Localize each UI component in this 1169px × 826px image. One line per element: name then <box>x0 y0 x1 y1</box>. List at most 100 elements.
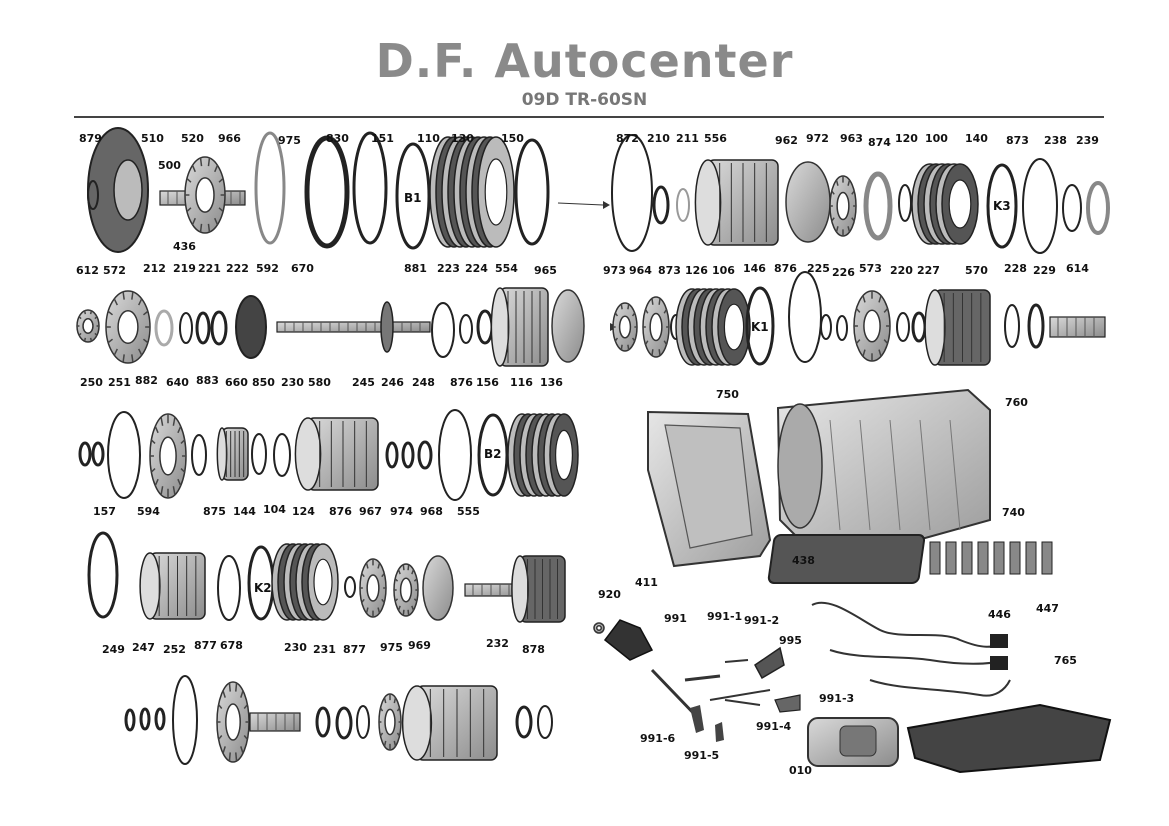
gear-tooth <box>240 746 244 754</box>
gear-bore <box>195 177 215 213</box>
gear-tooth <box>113 348 118 356</box>
direction-arrow <box>557 202 604 206</box>
gear-tooth <box>407 564 410 571</box>
gear-tooth <box>644 340 649 346</box>
part-number-label: 830 <box>326 132 349 145</box>
gear-tooth <box>154 478 159 486</box>
gear-tooth <box>191 165 196 173</box>
gear-bore <box>863 309 881 343</box>
clutch-pack <box>911 163 979 245</box>
wiring-harness-438 <box>811 601 1006 648</box>
clutch-pack <box>429 136 515 248</box>
gear-part <box>393 563 419 617</box>
gear-tooth <box>847 179 851 186</box>
gear-bore <box>618 315 632 339</box>
ring-part <box>154 309 174 347</box>
case-rib <box>829 419 841 531</box>
part-number-label: 964 <box>629 264 652 277</box>
parts-drawing <box>76 127 1112 774</box>
title-divider <box>74 116 1104 118</box>
gear-tooth <box>651 298 654 305</box>
drum-face <box>490 287 510 367</box>
part-number-label: 212 <box>143 262 166 275</box>
gear-tooth <box>83 337 87 342</box>
gear-tooth <box>207 157 211 167</box>
piston-965 <box>551 289 585 363</box>
gear-tooth <box>396 732 401 737</box>
part-number-label: 230 <box>281 376 304 389</box>
part-number-label: 146 <box>743 262 766 275</box>
part-number-label: 972 <box>806 132 829 145</box>
piston-968 <box>422 555 454 621</box>
component-label: K3 <box>993 199 1011 213</box>
case-rib <box>919 419 931 531</box>
ring-part <box>87 180 99 210</box>
gear-tooth <box>379 707 384 712</box>
part-number-label: 438 <box>792 554 815 567</box>
gear-tooth <box>620 344 623 350</box>
shaft-flange <box>380 301 394 353</box>
part-number-label: 765 <box>1054 654 1077 667</box>
ring-part <box>898 184 912 222</box>
part-number-label: 251 <box>108 376 131 389</box>
part-number-label: 974 <box>390 505 413 518</box>
part-number-label: 570 <box>965 264 988 277</box>
part-number-label: 975 <box>380 641 403 654</box>
ring-part <box>676 188 690 222</box>
part-number-label: 991-3 <box>819 692 854 705</box>
lever-995 <box>754 646 785 680</box>
part-number-label: 250 <box>80 376 103 389</box>
band-592 <box>235 295 267 359</box>
gear-tooth <box>180 467 186 473</box>
part-number-label: 872 <box>616 132 639 145</box>
part-number-label: 873 <box>658 264 681 277</box>
valve-bore <box>1041 541 1053 575</box>
clutch-bore <box>723 303 745 351</box>
gear-tooth <box>78 332 82 336</box>
gear-tooth <box>222 690 226 698</box>
part-number-label: 967 <box>359 505 382 518</box>
gear-tooth <box>835 179 839 186</box>
pin-991-5 <box>715 722 724 742</box>
part-number-label: 249 <box>102 643 125 656</box>
part-number-label: 436 <box>173 240 196 253</box>
gear-tooth <box>142 338 149 344</box>
drum-face <box>924 289 946 366</box>
part-number-label: 556 <box>704 132 727 145</box>
page-subtitle: 09D TR-60SN <box>521 90 648 110</box>
gear-tooth <box>397 605 401 611</box>
ring-part <box>356 705 370 739</box>
drum-part <box>216 427 249 481</box>
gear-part <box>853 290 891 362</box>
part-number-label: 223 <box>437 262 460 275</box>
gear-tooth <box>855 339 861 344</box>
part-number-label: 248 <box>412 376 435 389</box>
part-number-label: 991 <box>664 612 687 625</box>
ring-part <box>417 440 433 470</box>
gear-tooth <box>396 707 401 712</box>
gear-tooth <box>207 223 211 233</box>
gear-tooth <box>377 562 381 569</box>
ring-part <box>78 441 92 467</box>
part-number-label: 995 <box>779 634 802 647</box>
gear-tooth <box>243 704 248 709</box>
piston-962 <box>785 161 831 243</box>
part-number-label: 876 <box>774 262 797 275</box>
gear-bore <box>366 574 380 602</box>
gear-tooth <box>94 316 98 320</box>
drum-face <box>694 159 722 246</box>
ring-part <box>986 163 1018 249</box>
part-number-label: 238 <box>1044 134 1067 147</box>
gear-tooth <box>600 631 603 633</box>
ring-part <box>745 286 775 366</box>
part-number-label: 877 <box>343 643 366 656</box>
gear-part <box>216 681 250 763</box>
part-number-label: 660 <box>225 376 248 389</box>
valve-bore <box>977 541 989 575</box>
gear-bore <box>225 703 241 741</box>
part-number-label: 991-1 <box>707 610 742 623</box>
drum-face <box>294 417 322 491</box>
drum-face <box>401 685 433 761</box>
gear-tooth <box>150 467 156 473</box>
one-way-clutch-ring <box>304 135 350 249</box>
